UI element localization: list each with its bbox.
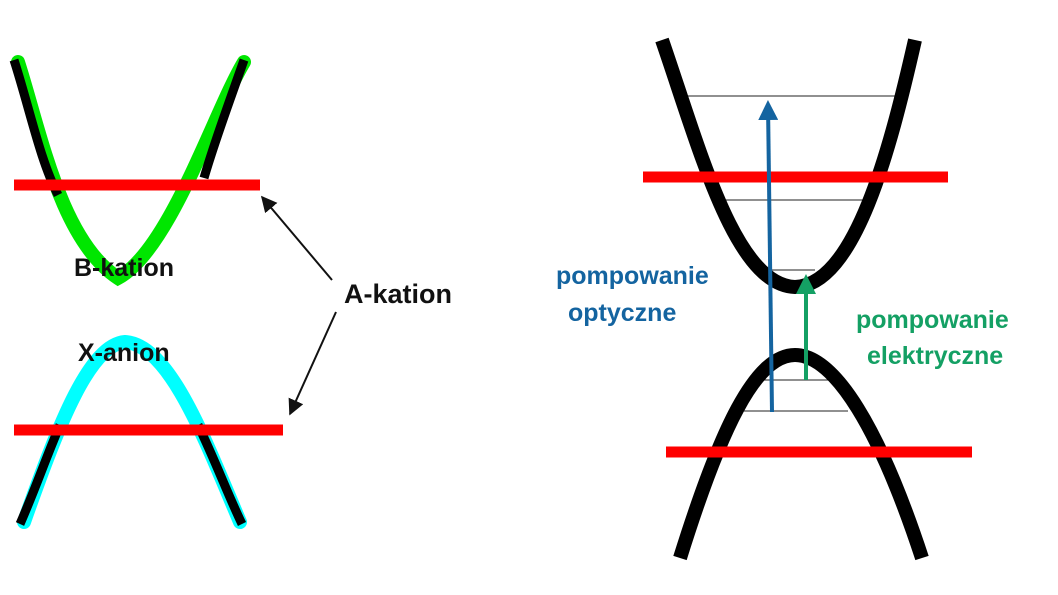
right-panel: pompowanie optyczne pompowanie elektrycz… [556, 37, 1009, 561]
right-conduction-band-curve [655, 37, 922, 295]
optical-pumping-label-line2: optyczne [568, 299, 676, 327]
electrical-pumping-label-line1: pompowanie [856, 306, 1009, 334]
electrical-pumping-label-line2: elektryczne [867, 342, 1003, 370]
left-valence-band-curve [15, 423, 247, 526]
x-anion-label: X-anion [78, 339, 170, 367]
b-cation-label: B-kation [74, 254, 174, 282]
optical-pumping-arrow [758, 100, 779, 413]
a-cation-arrow-up [260, 195, 333, 281]
optical-pumping-label-line1: pompowanie [556, 262, 709, 290]
a-cation-arrow-down [288, 311, 337, 416]
left-panel: B-kation X-anion A-kation [9, 55, 452, 529]
a-cation-label: A-kation [344, 279, 452, 309]
